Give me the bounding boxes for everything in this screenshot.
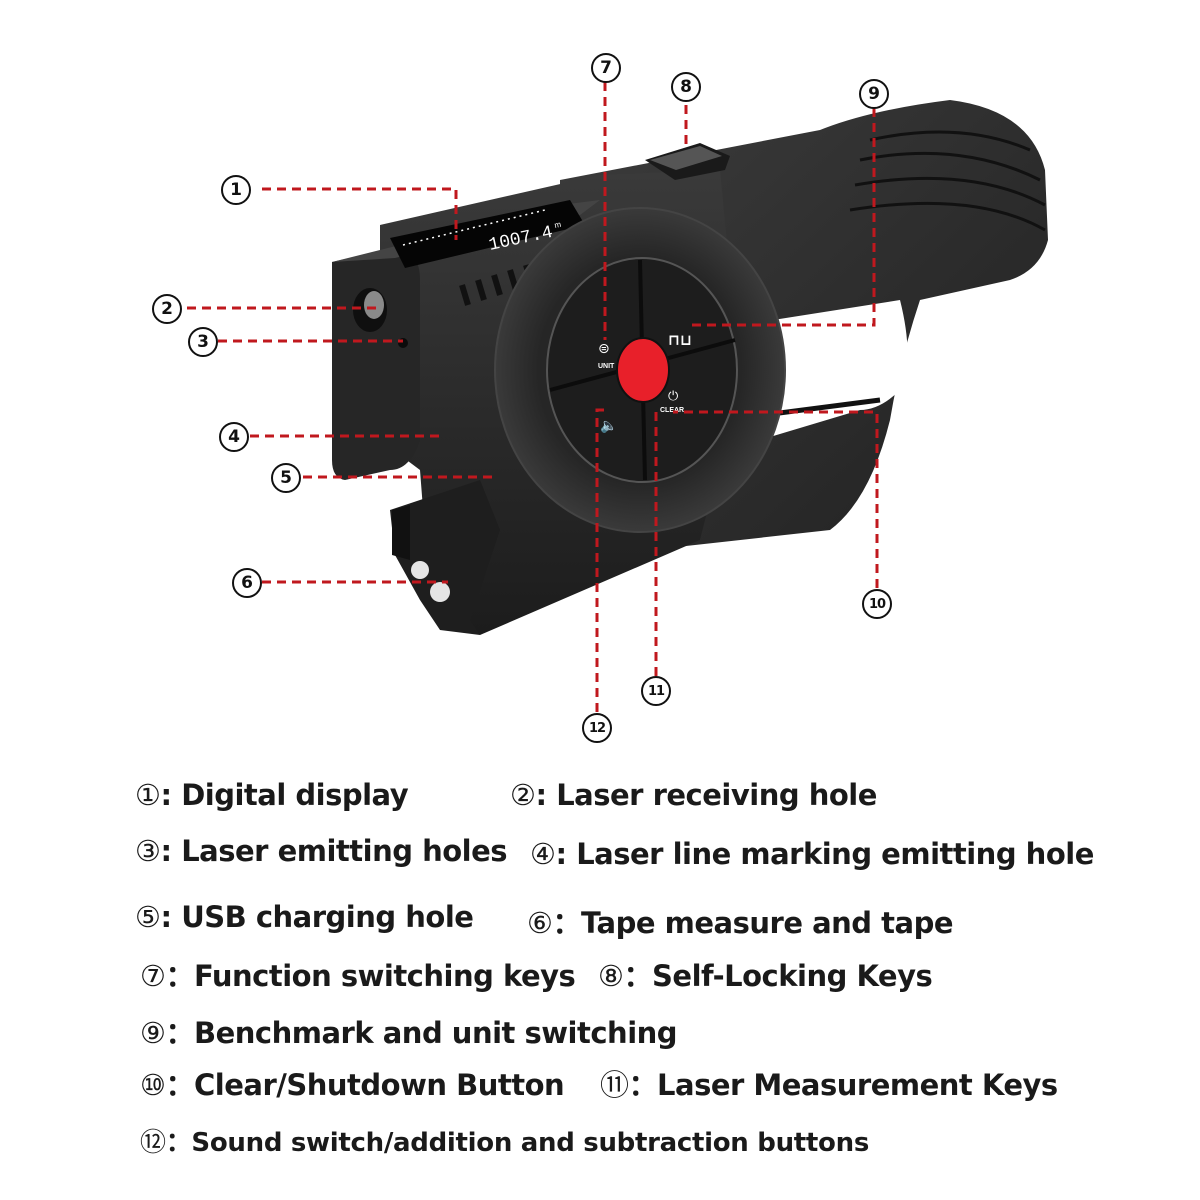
sound-icon: 🔈 <box>600 417 617 434</box>
benchmark-icon: ⊓⊔ <box>668 332 692 349</box>
self-locking-key[interactable] <box>645 143 730 180</box>
legend-item-4: ④: Laser line marking emitting hole <box>530 837 1094 871</box>
legend-item-7: ⑦：Function switching keys <box>140 959 576 993</box>
callout-lines <box>187 82 879 712</box>
callout-9: 9 <box>859 79 889 109</box>
legend-item-3: ③: Laser emitting holes <box>135 834 508 868</box>
clear-label: CLEAR <box>660 407 684 414</box>
display-unit: m <box>554 220 563 230</box>
tape-hooks <box>411 561 450 602</box>
callout-1: 1 <box>221 175 251 205</box>
legend-item-10: ⑩：Clear/Shutdown Button <box>140 1068 565 1102</box>
sound-plus-minus-key[interactable]: 🔈 <box>600 417 617 434</box>
power-icon: ⏻ <box>668 388 678 403</box>
legend-item-1: ①: Digital display <box>135 778 409 812</box>
laser-measurement-key[interactable] <box>616 337 670 403</box>
clear-shutdown-key[interactable]: ⏻ CLEAR <box>660 388 684 414</box>
legend-item-9: ⑨：Benchmark and unit switching <box>140 1016 678 1050</box>
callout-5: 5 <box>271 463 301 493</box>
function-switch-key[interactable]: ⊜ UNIT <box>598 340 615 370</box>
benchmark-unit-key[interactable]: ⊓⊔ <box>668 332 692 349</box>
callout-6: 6 <box>232 568 262 598</box>
callout-3: 3 <box>188 327 218 357</box>
legend: ①: Digital display ②: Laser receiving ho… <box>0 760 1200 1200</box>
callout-12: 12 <box>582 713 612 743</box>
device-diagram: 1007.4 m <box>152 53 1048 743</box>
keypad: ⊜ UNIT ⊓⊔ 🔈 ⏻ CLEAR <box>494 207 786 533</box>
legend-item-8: ⑧：Self-Locking Keys <box>598 959 933 993</box>
legend-item-5: ⑤: USB charging hole <box>135 900 474 934</box>
laser-tape-measure-illustration: 1007.4 m <box>187 82 1048 712</box>
legend-item-6: ⑥：Tape measure and tape <box>527 906 954 940</box>
function-switch-icon: ⊜ <box>598 340 610 356</box>
legend-item-2: ②: Laser receiving hole <box>510 778 877 812</box>
callout-10: 10 <box>862 589 892 619</box>
callout-2: 2 <box>152 294 182 324</box>
laser-receiving-hole <box>353 288 387 332</box>
unit-label: UNIT <box>598 363 615 370</box>
legend-item-11: ⑪：Laser Measurement Keys <box>600 1068 1058 1102</box>
callout-7: 7 <box>591 53 621 83</box>
callout-11: 11 <box>641 676 671 706</box>
callout-4: 4 <box>219 422 249 452</box>
callout-8: 8 <box>671 72 701 102</box>
legend-item-12: ⑫：Sound switch/addition and subtraction … <box>140 1128 869 1158</box>
